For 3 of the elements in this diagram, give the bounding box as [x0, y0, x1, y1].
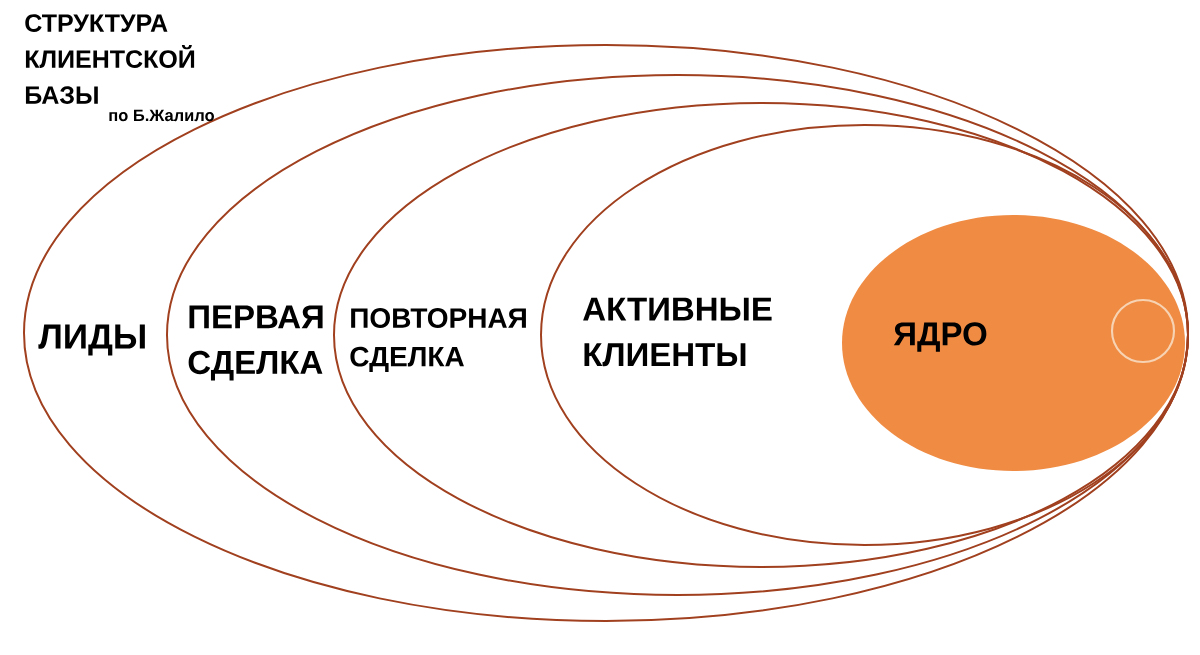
title: СТРУКТУРА КЛИЕНТСКОЙ БАЗЫ [25, 14, 195, 104]
circle [1110, 298, 1176, 364]
author-note: по Б.Жалило [109, 109, 214, 122]
